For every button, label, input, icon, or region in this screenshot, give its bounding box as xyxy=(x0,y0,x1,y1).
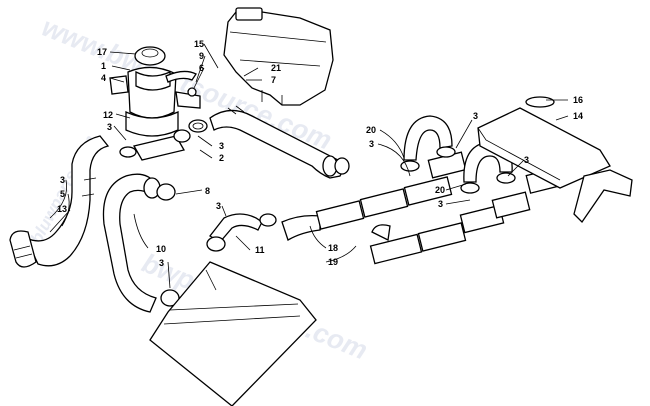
callout-5: 5 xyxy=(60,189,65,199)
callout-8: 8 xyxy=(205,186,210,196)
callout-19: 19 xyxy=(328,257,338,267)
callout-3b: 3 xyxy=(219,141,224,151)
callout-3g: 3 xyxy=(473,111,478,121)
callout-16: 16 xyxy=(573,95,583,105)
elbow-hose-11 xyxy=(206,213,277,252)
bottom-cooler-panel xyxy=(149,261,317,406)
hose-left-5 xyxy=(9,135,110,268)
callout-17: 17 xyxy=(97,47,107,57)
callout-6: 6 xyxy=(199,63,204,73)
callout-10: 10 xyxy=(156,244,166,254)
callout-20b: 20 xyxy=(435,185,445,195)
mounting-plate-14 xyxy=(477,96,633,224)
callout-3h: 3 xyxy=(524,155,529,165)
callout-12: 12 xyxy=(103,110,113,120)
callout-3f: 3 xyxy=(369,139,374,149)
callout-3c: 3 xyxy=(60,175,65,185)
coolant-tank xyxy=(223,7,334,106)
callout-11: 11 xyxy=(255,245,265,255)
callout-4: 4 xyxy=(101,73,106,83)
callout-3i: 3 xyxy=(438,199,443,209)
short-tube xyxy=(119,119,208,161)
callout-3e: 3 xyxy=(159,258,164,268)
heat-exchanger-middle xyxy=(281,151,467,241)
callout-2: 2 xyxy=(219,153,224,163)
hose-10 xyxy=(102,173,180,313)
callout-18: 18 xyxy=(328,243,338,253)
hose-long-upper xyxy=(209,105,350,179)
callout-15: 15 xyxy=(194,39,204,49)
filler-neck-assembly xyxy=(109,46,201,137)
callout-13: 13 xyxy=(57,204,67,214)
callout-9: 9 xyxy=(199,51,204,61)
callout-3a: 3 xyxy=(107,122,112,132)
callout-1: 1 xyxy=(101,61,106,71)
callout-labels: 17 1 4 12 3 15 9 6 21 7 3 2 3 5 13 8 3 1… xyxy=(57,39,583,268)
heat-exchanger-lower xyxy=(369,168,559,265)
callout-20a: 20 xyxy=(366,125,376,135)
callout-14: 14 xyxy=(573,111,583,121)
leader-lines xyxy=(49,43,569,289)
callout-7: 7 xyxy=(271,75,276,85)
callout-3d: 3 xyxy=(216,201,221,211)
callout-21: 21 xyxy=(271,63,281,73)
